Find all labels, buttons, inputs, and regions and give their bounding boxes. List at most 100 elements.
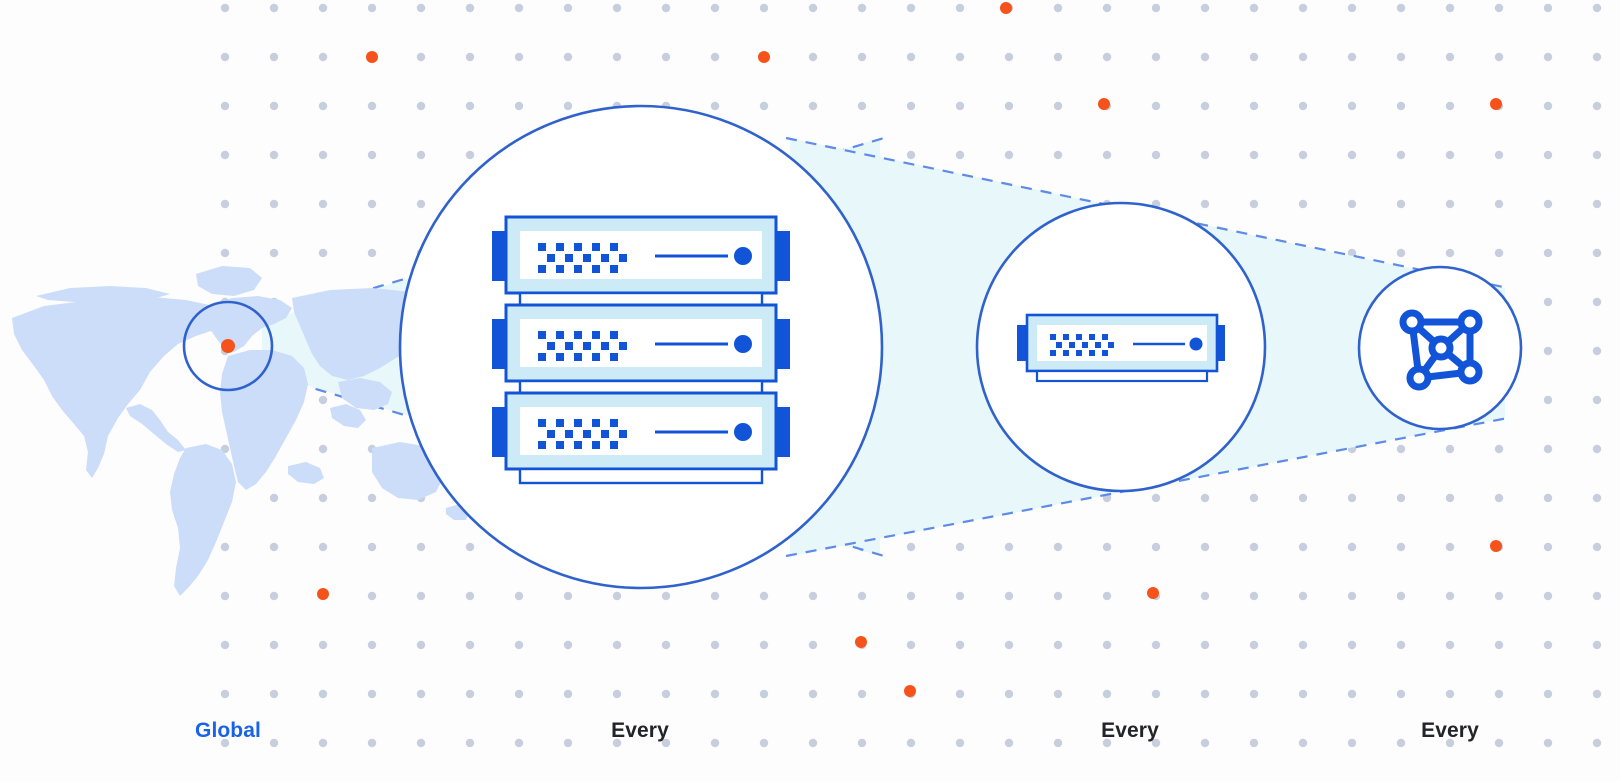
server-unit-1 bbox=[492, 215, 790, 307]
grid-dot bbox=[1004, 640, 1014, 650]
grid-dot bbox=[1298, 150, 1308, 160]
grid-dot bbox=[1298, 738, 1308, 748]
accent-dots bbox=[317, 2, 1502, 697]
grid-dot bbox=[1543, 52, 1553, 62]
grid-dot bbox=[1249, 689, 1259, 699]
grid-dot bbox=[416, 150, 426, 160]
grid-dot bbox=[906, 591, 916, 601]
grid-dot bbox=[318, 248, 328, 258]
grid-dot bbox=[1543, 395, 1553, 405]
grid-dot bbox=[318, 150, 328, 160]
grid-dot bbox=[367, 150, 377, 160]
grid-dot bbox=[416, 738, 426, 748]
grid-dot bbox=[1396, 3, 1406, 13]
grid-dot bbox=[1592, 493, 1602, 503]
grid-dot bbox=[514, 101, 524, 111]
grid-dot bbox=[661, 3, 671, 13]
grid-dot bbox=[906, 542, 916, 552]
grid-dot bbox=[416, 101, 426, 111]
grid-dot bbox=[1592, 248, 1602, 258]
map-pin-dot bbox=[221, 339, 235, 353]
grid-dot bbox=[220, 689, 230, 699]
grid-dot bbox=[269, 52, 279, 62]
server-led-matrix-2 bbox=[538, 331, 627, 361]
grid-dot bbox=[1592, 542, 1602, 552]
accent-dot bbox=[1000, 2, 1012, 14]
grid-dot bbox=[1445, 3, 1455, 13]
grid-dot bbox=[1053, 689, 1063, 699]
grid-dot bbox=[1543, 640, 1553, 650]
grid-dot bbox=[1053, 591, 1063, 601]
grid-dot bbox=[710, 738, 720, 748]
grid-dot bbox=[1347, 591, 1357, 601]
grid-dot bbox=[1494, 150, 1504, 160]
grid-dot bbox=[1592, 297, 1602, 307]
grid-dot bbox=[857, 3, 867, 13]
grid-dot bbox=[1396, 248, 1406, 258]
grid-dot bbox=[269, 101, 279, 111]
grid-dot bbox=[269, 689, 279, 699]
grid-dot bbox=[906, 101, 916, 111]
single-server-icon bbox=[1017, 313, 1225, 383]
grid-dot bbox=[1102, 3, 1112, 13]
grid-dot bbox=[269, 3, 279, 13]
grid-dot bbox=[1347, 542, 1357, 552]
grid-dot bbox=[1200, 689, 1210, 699]
grid-dot bbox=[955, 542, 965, 552]
grid-dot bbox=[759, 640, 769, 650]
grid-dot bbox=[1200, 542, 1210, 552]
grid-dot bbox=[1445, 150, 1455, 160]
grid-dot bbox=[808, 52, 818, 62]
grid-dot bbox=[220, 3, 230, 13]
grid-dot bbox=[1249, 493, 1259, 503]
grid-dot bbox=[857, 591, 867, 601]
grid-dot bbox=[808, 3, 818, 13]
grid-dot bbox=[1445, 52, 1455, 62]
grid-dot bbox=[1445, 199, 1455, 209]
grid-dot bbox=[1347, 150, 1357, 160]
grid-dot bbox=[465, 640, 475, 650]
grid-dot bbox=[318, 444, 328, 454]
grid-dot bbox=[1200, 3, 1210, 13]
grid-dot bbox=[1249, 640, 1259, 650]
grid-dot bbox=[612, 640, 622, 650]
grid-dot bbox=[1543, 101, 1553, 111]
grid-dot bbox=[1396, 52, 1406, 62]
grid-dot bbox=[1396, 199, 1406, 209]
grid-dot bbox=[759, 738, 769, 748]
grid-dot bbox=[1298, 52, 1308, 62]
grid-dot bbox=[1445, 738, 1455, 748]
grid-dot bbox=[1592, 199, 1602, 209]
grid-dot bbox=[1543, 248, 1553, 258]
grid-dot bbox=[367, 3, 377, 13]
grid-dot bbox=[710, 52, 720, 62]
grid-dot bbox=[416, 52, 426, 62]
grid-dot bbox=[1592, 3, 1602, 13]
grid-dot bbox=[1396, 591, 1406, 601]
grid-dot bbox=[367, 591, 377, 601]
grid-dot bbox=[1053, 542, 1063, 552]
grid-dot bbox=[1200, 101, 1210, 111]
grid-dot bbox=[1102, 150, 1112, 160]
grid-dot bbox=[465, 689, 475, 699]
grid-dot bbox=[514, 3, 524, 13]
grid-dot bbox=[1004, 738, 1014, 748]
grid-dot bbox=[710, 689, 720, 699]
grid-dot bbox=[1053, 640, 1063, 650]
grid-dot bbox=[1543, 689, 1553, 699]
grid-dot bbox=[955, 101, 965, 111]
grid-dot bbox=[955, 640, 965, 650]
grid-dot bbox=[1445, 591, 1455, 601]
grid-dot bbox=[563, 738, 573, 748]
grid-dot bbox=[1053, 3, 1063, 13]
grid-dot bbox=[1298, 591, 1308, 601]
grid-dot bbox=[1543, 346, 1553, 356]
grid-dot bbox=[1151, 689, 1161, 699]
grid-dot bbox=[1102, 689, 1112, 699]
grid-dot bbox=[1592, 689, 1602, 699]
grid-dot bbox=[1347, 52, 1357, 62]
grid-dot bbox=[367, 493, 377, 503]
grid-dot bbox=[367, 542, 377, 552]
grid-dot bbox=[1200, 493, 1210, 503]
